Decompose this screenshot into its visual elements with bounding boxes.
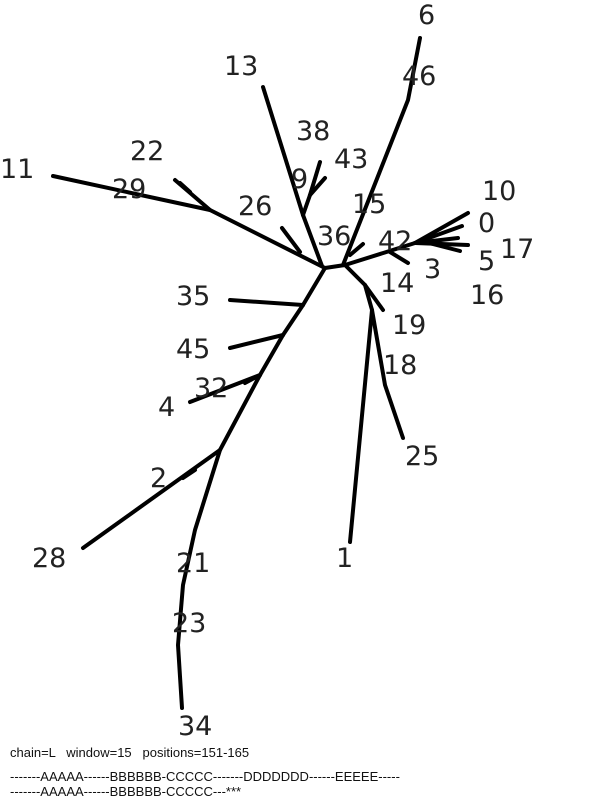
sequence-line-2: -------AAAAA------BBBBBB-CCCCC---*** [10, 784, 242, 799]
tree-branch [308, 176, 327, 197]
tree-branch [388, 250, 410, 265]
leaf-label: 43 [334, 144, 368, 175]
leaf-label: 15 [352, 189, 386, 220]
leaf-label: 13 [224, 51, 258, 82]
tree-branch [243, 373, 262, 385]
leaf-label: 14 [380, 268, 414, 299]
tree-branch [228, 333, 285, 350]
leaf-label: 3 [424, 254, 441, 285]
leaf-label: 2 [150, 463, 167, 494]
leaf-label: 26 [238, 191, 272, 222]
leaf-label: 5 [478, 246, 495, 277]
leaf-label: 45 [176, 334, 210, 365]
leaf-label: 25 [405, 441, 439, 472]
tree-branch [423, 240, 462, 253]
leaf-label: 29 [112, 174, 146, 205]
leaf-label: 38 [296, 116, 330, 147]
tree-branch [341, 36, 422, 267]
leaf-label: 10 [482, 176, 516, 207]
tree-branch [280, 226, 302, 254]
tree-branch [363, 283, 405, 440]
leaf-label: 42 [378, 226, 412, 257]
leaf-label: 21 [176, 548, 210, 579]
leaf-label: 32 [194, 373, 228, 404]
leaf-label: 6 [418, 0, 435, 31]
leaf-label: 17 [500, 234, 534, 265]
leaf-label: 9 [291, 164, 308, 195]
tree-branch [81, 448, 222, 550]
tree-branch [228, 298, 305, 307]
tree-branch [178, 181, 192, 194]
leaf-label: 46 [402, 61, 436, 92]
sequence-line-1: -------AAAAA------BBBBBB-CCCCC-------DDD… [10, 769, 400, 784]
leaf-label: 22 [130, 136, 164, 167]
leaf-label: 11 [0, 154, 34, 185]
tree-branch [181, 468, 197, 480]
leaf-label: 18 [383, 350, 417, 381]
chain-info: chain=L window=15 positions=151-165 [10, 745, 250, 760]
leaf-label: 19 [392, 310, 426, 341]
leaf-label: 34 [178, 711, 212, 740]
leaf-label: 4 [158, 392, 175, 423]
leaf-label: 16 [470, 280, 504, 311]
tree-branch [348, 308, 374, 544]
tree-branch [348, 242, 365, 257]
leaf-label: 23 [172, 608, 206, 639]
leaf-label: 28 [32, 543, 66, 574]
leaf-label: 0 [478, 208, 495, 239]
leaf-label: 35 [176, 281, 210, 312]
leaf-label: 1 [336, 543, 353, 574]
leaf-label: 36 [317, 221, 351, 252]
